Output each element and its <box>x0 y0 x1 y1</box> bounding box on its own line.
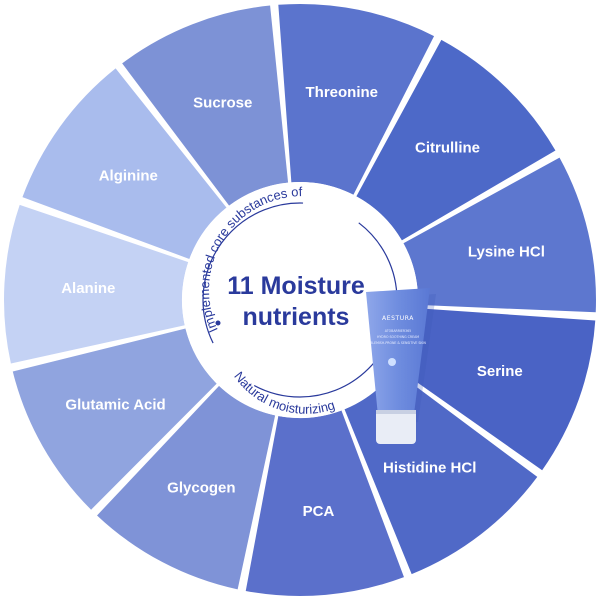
tube-emblem <box>388 358 396 366</box>
center-title-line1: 11 Moisture <box>227 272 365 300</box>
segment-alanine <box>4 204 189 364</box>
segment-label: Serine <box>477 363 523 380</box>
segment-threonine <box>278 3 435 195</box>
product-line1: ATOBARRIER365 <box>385 329 411 333</box>
segment-label: Alanine <box>61 280 115 297</box>
arc-dot-left <box>215 320 221 326</box>
segment-label: Citrulline <box>415 140 480 157</box>
segment-label: Sucrose <box>193 95 252 112</box>
segment-label: Threonine <box>306 84 379 101</box>
segment-pca <box>245 410 404 596</box>
product-tube: AESTURA ATOBARRIER365 HYDRO SOOTHING CRE… <box>366 288 436 444</box>
segment-label: Alginine <box>99 168 158 185</box>
center-disc <box>182 182 418 418</box>
segment-label: Glutamic Acid <box>65 397 165 414</box>
product-brand: AESTURA <box>382 315 414 322</box>
tube-cap <box>376 410 416 444</box>
segment-label: Glycogen <box>167 480 235 497</box>
segment-glycogen <box>97 385 276 590</box>
segment-alginine <box>22 68 227 259</box>
segment-glutamic-acid <box>12 328 217 510</box>
segment-citrulline <box>356 39 556 241</box>
segment-label: Histidine HCl <box>383 460 476 477</box>
segment-label: PCA <box>303 503 335 520</box>
product-line2: HYDRO SOOTHING CREAM <box>377 335 419 339</box>
segment-lysine-hcl <box>403 157 596 313</box>
center-title-line2: nutrients <box>243 303 350 331</box>
segment-sucrose <box>122 5 289 206</box>
product-line3: BLEMISH-PRONE & SENSITIVE SKIN <box>370 341 426 345</box>
segment-serine <box>396 308 596 471</box>
segment-label: Lysine HCl <box>468 244 545 261</box>
